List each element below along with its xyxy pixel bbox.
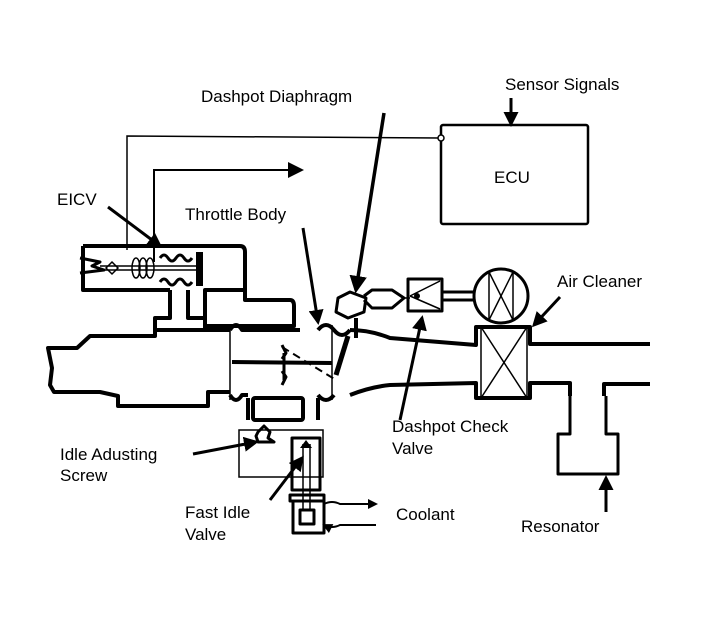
fast-idle-valve-label-1: Fast Idle [185, 503, 250, 522]
fast-idle-valve-label-2: Valve [185, 525, 226, 544]
throttle-body-label: Throttle Body [185, 205, 287, 224]
intake-manifold [46, 328, 230, 408]
dashpot-check-valve-leader [398, 315, 427, 421]
throttle-body-leader [301, 227, 324, 325]
ecu-terminal [437, 134, 445, 142]
air-cleaner-leader [531, 295, 562, 328]
idle-adjusting-screw-label-1: Idle Adusting [60, 445, 157, 464]
eicv-valve [79, 244, 296, 330]
coolant-out-line [323, 499, 378, 509]
ecu-signal-wire [126, 135, 441, 250]
coolant-in-line [322, 524, 376, 534]
idle-adjusting-screw-label-2: Screw [60, 466, 108, 485]
idle-adjusting-screw-leader [192, 436, 259, 456]
fast-idle-valve-leader [268, 455, 304, 501]
dashpot-diaphragm-label: Dashpot Diaphragm [201, 87, 352, 106]
ecu-label: ECU [494, 168, 530, 187]
eicv-label: EICV [57, 190, 97, 209]
dashpot-diaphragm [334, 288, 410, 338]
bypass-airflow-arrow [153, 162, 304, 262]
resonator [556, 396, 620, 476]
air-cleaner-label: Air Cleaner [557, 272, 642, 291]
eicv-leader [107, 205, 163, 248]
resonator-label: Resonator [521, 517, 600, 536]
dashpot-check-valve-label-2: Valve [392, 439, 433, 458]
air-intake-duct-lower [349, 381, 650, 400]
sensor-signals-label: Sensor Signals [505, 75, 619, 94]
fast-idle-valve [288, 440, 326, 535]
coolant-label: Coolant [396, 505, 455, 524]
check-valve-to-filter-pipe [442, 290, 475, 302]
dashpot-check-valve-label-1: Dashpot Check [392, 417, 509, 436]
dashpot-diaphragm-leader [349, 112, 386, 294]
air-cleaner [480, 326, 528, 399]
throttle-body [228, 323, 352, 422]
dashpot-filter [472, 267, 530, 325]
dashpot-check-valve [406, 277, 444, 313]
air-intake-duct-upper [349, 325, 650, 347]
